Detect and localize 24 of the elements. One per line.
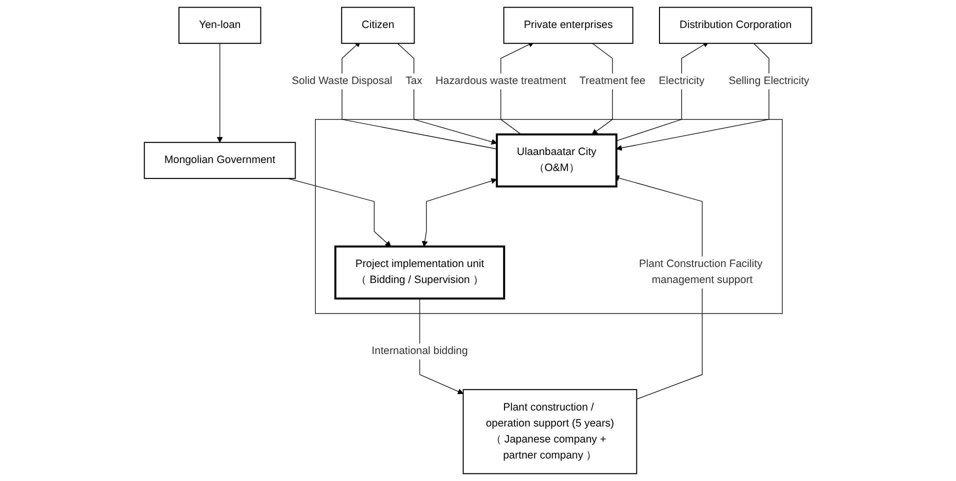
arrow [216, 43, 223, 143]
arrow [397, 43, 498, 145]
node-box: Distribution Corporation [659, 6, 812, 44]
node-box: Citizen [341, 6, 415, 44]
node-box: Private enterprises [503, 6, 634, 44]
cluster [315, 119, 783, 314]
edge-label: Hazardous waste treatment [436, 75, 566, 87]
node-box: Plant construction / operation support (5 years) （ Japanese company + partner company ） [462, 389, 638, 474]
edge-label: Selling Electricity [728, 75, 810, 87]
arrow [342, 41, 498, 150]
node-box: Mongolian Government [144, 142, 296, 179]
node-box: Yen-loan [178, 6, 262, 44]
arrow [287, 178, 392, 247]
node-box: Ulaanbaatar City （O&M） [496, 133, 618, 188]
arrow [616, 43, 770, 151]
edge-label: Treatment fee [579, 75, 646, 87]
arrow [616, 42, 709, 142]
node-box: Project implementation unit （ Bidding / Supervision ） [334, 246, 506, 300]
edge-label: Solid Waste Disposal [292, 75, 392, 87]
edge-label: Electricity [658, 75, 704, 87]
edge-label: International bidding [372, 346, 468, 357]
edge-label: Plant Construction Facility management support [639, 258, 762, 286]
edge-label: Tax [406, 75, 422, 87]
arrow [422, 178, 497, 247]
